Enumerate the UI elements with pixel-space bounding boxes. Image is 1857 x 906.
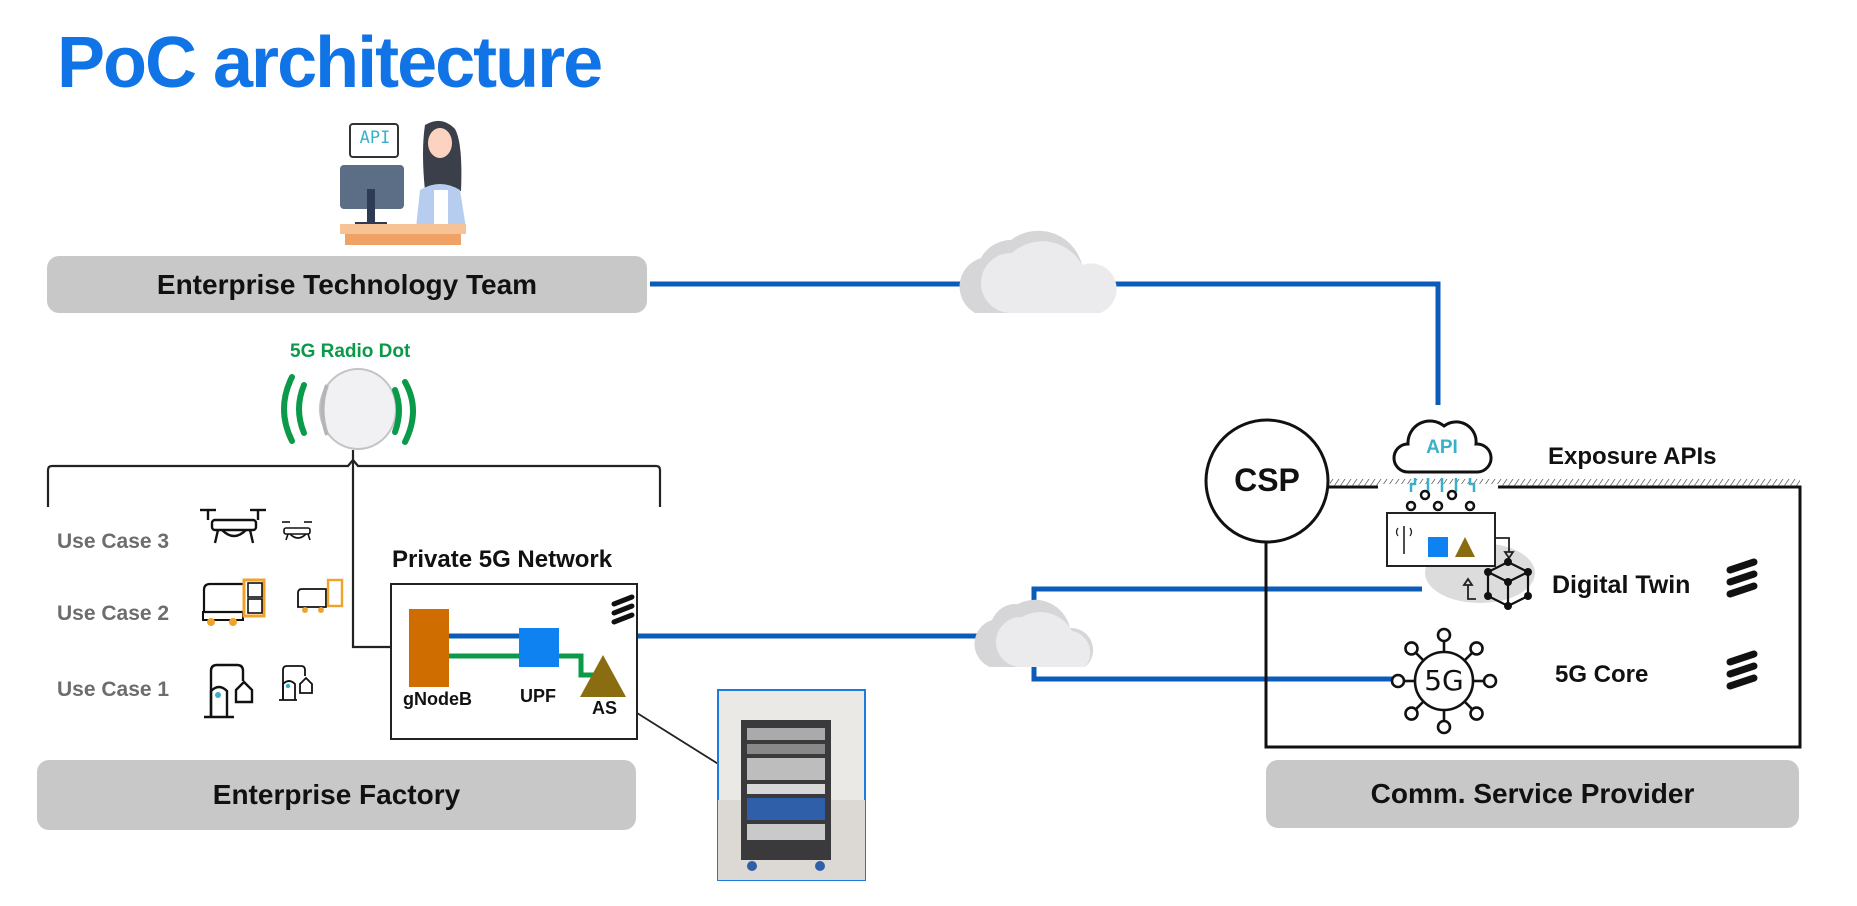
page-title: PoC architecture [57, 23, 603, 103]
upf-label: UPF [520, 686, 556, 706]
radio-dot-label: 5G Radio Dot [290, 341, 411, 362]
agv-robot-small-icon [297, 578, 344, 613]
drone-small-icon [282, 521, 312, 541]
core-spoke [1414, 700, 1425, 711]
core-spoke [1414, 651, 1425, 662]
enterprise-factory-label[interactable]: Enterprise Factory [37, 760, 636, 830]
ericsson-logo-icon [611, 594, 635, 625]
upf-to-as-link-tail [559, 653, 595, 678]
radio-dot-device-icon [281, 368, 416, 450]
illustration-api-label: API [359, 128, 391, 148]
core-node [1436, 719, 1452, 735]
csp-circle-label: CSP [1234, 462, 1300, 498]
use-case-3-label: Use Case 3 [57, 530, 170, 553]
robot-arm-small-icon [279, 665, 313, 701]
drone-icon [200, 508, 266, 544]
core-node [1469, 641, 1484, 656]
api-cloud-label: API [1426, 437, 1458, 458]
digital-twin-label: Digital Twin [1552, 571, 1691, 599]
5g-core-icon[interactable] [1390, 627, 1498, 735]
digital-twin-cube-icon [1484, 558, 1532, 610]
gnodeb-block[interactable] [409, 609, 449, 687]
enterprise-technology-team-label[interactable]: Enterprise Technology Team [47, 256, 647, 313]
core-node [1404, 641, 1419, 656]
network-state-box [1386, 512, 1496, 567]
core-node [1404, 706, 1419, 721]
sync-arrow-down-icon [1495, 537, 1515, 560]
core-spoke [1463, 700, 1474, 711]
hardware-rack-photo[interactable] [717, 689, 866, 881]
core-spoke [1463, 651, 1474, 662]
private-5g-network-title: Private 5G Network [392, 546, 613, 573]
api-cloud-icon[interactable] [1392, 419, 1493, 512]
internet-cloud-icon-bottom [974, 599, 1094, 667]
gnodeb-label: gNodeB [403, 689, 472, 709]
core-node [1469, 706, 1484, 721]
5g-core-icon-label: 5G [1424, 664, 1464, 697]
csp-domain-box [1264, 485, 1802, 749]
robot-arm-icon [204, 663, 254, 719]
exposure-api-gap [1378, 484, 1498, 490]
agv-robot-icon [202, 578, 266, 626]
core-node [1390, 673, 1406, 689]
ericsson-logo-icon [1726, 558, 1758, 598]
core-ring [1413, 650, 1475, 712]
core-node [1482, 673, 1498, 689]
use-case-1-label: Use Case 1 [57, 678, 170, 701]
as-triangle[interactable] [580, 655, 626, 697]
upf-block[interactable] [519, 628, 559, 667]
exposure-api-hatch [1330, 479, 1800, 486]
ericsson-logo-icon [1726, 650, 1758, 690]
comm-service-provider-label[interactable]: Comm. Service Provider [1266, 760, 1799, 828]
5g-core-label: 5G Core [1555, 661, 1649, 688]
engineer-at-computer-illustration [340, 120, 466, 245]
as-label: AS [592, 698, 618, 718]
exposure-apis-label: Exposure APIs [1548, 443, 1717, 470]
sync-arrow-up-icon [1462, 577, 1476, 600]
link-team-to-csp [650, 281, 1441, 405]
core-node [1436, 627, 1452, 643]
internet-cloud-icon-top [959, 230, 1117, 313]
use-case-2-label: Use Case 2 [57, 602, 170, 625]
